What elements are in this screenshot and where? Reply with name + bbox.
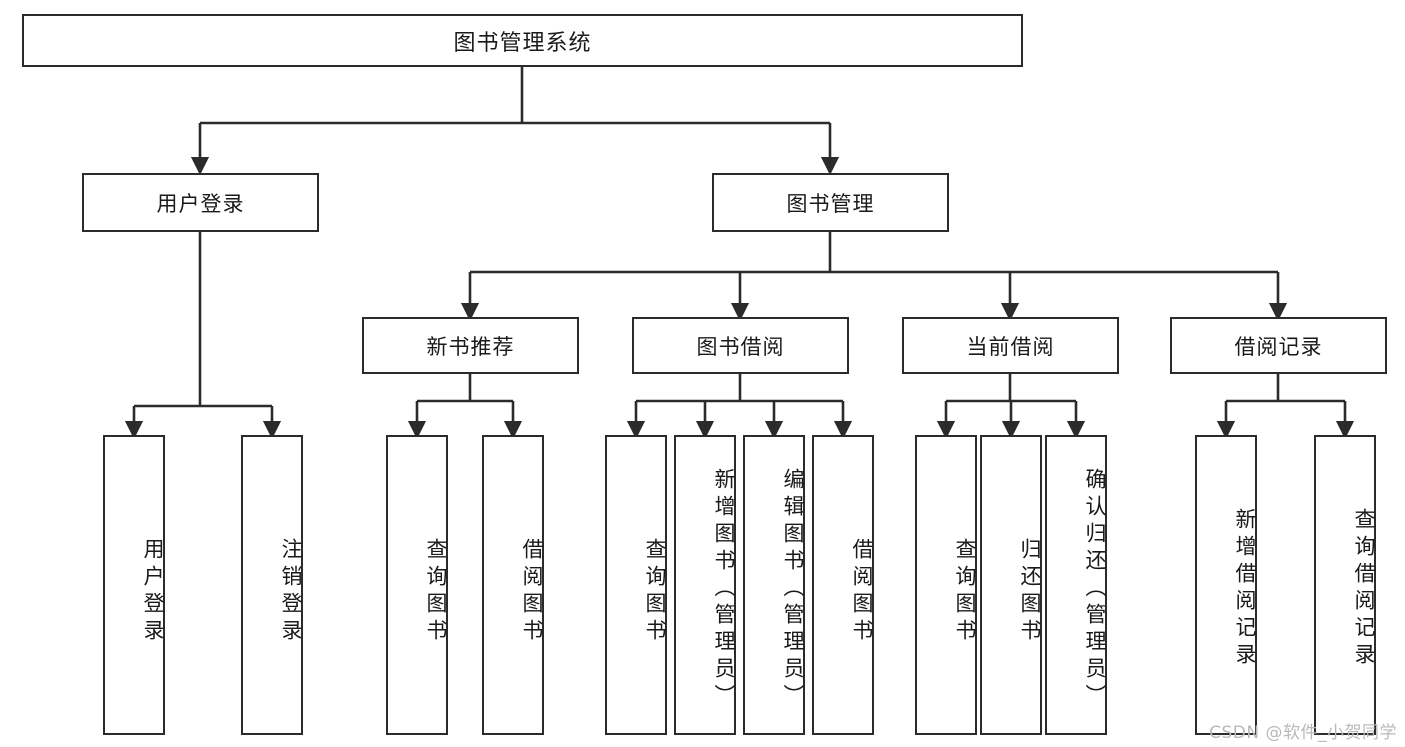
leaf-query-book-borrow[interactable]: 查询图书 — [605, 435, 667, 735]
node-label: 用户登录 — [156, 191, 245, 216]
leaf-confirm-return-admin[interactable]: 确认归还（管理员） — [1045, 435, 1107, 735]
node-label: 新增借阅记录 — [1233, 508, 1257, 670]
node-label: 图书管理系统 — [453, 30, 592, 56]
leaf-borrow-book[interactable]: 借阅图书 — [812, 435, 874, 735]
leaf-add-borrow-record[interactable]: 新增借阅记录 — [1195, 435, 1257, 735]
leaf-add-book-admin[interactable]: 新增图书（管理员） — [674, 435, 736, 735]
node-label: 图书管理 — [786, 191, 875, 216]
leaf-return-book[interactable]: 归还图书 — [980, 435, 1042, 735]
leaf-logout[interactable]: 注销登录 — [241, 435, 303, 735]
node-label: 编辑图书（管理员） — [781, 467, 805, 711]
node-label: 注销登录 — [279, 538, 303, 646]
node-root-book-management-system[interactable]: 图书管理系统 — [22, 14, 1023, 67]
node-label: 查询图书 — [953, 538, 977, 646]
node-label: 图书借阅 — [696, 334, 785, 359]
node-label: 借阅图书 — [850, 538, 874, 646]
node-label: 归还图书 — [1018, 538, 1042, 646]
node-label: 借阅图书 — [520, 538, 544, 646]
node-label: 用户登录 — [141, 538, 165, 646]
leaf-query-borrow-record[interactable]: 查询借阅记录 — [1314, 435, 1376, 735]
node-current-borrow[interactable]: 当前借阅 — [902, 317, 1119, 374]
node-label: 新书推荐 — [426, 334, 515, 359]
leaf-borrow-book-new[interactable]: 借阅图书 — [482, 435, 544, 735]
node-book-borrow[interactable]: 图书借阅 — [632, 317, 849, 374]
node-label: 确认归还（管理员） — [1083, 467, 1107, 711]
node-label: 新增图书（管理员） — [712, 467, 736, 711]
node-label: 查询图书 — [643, 538, 667, 646]
node-book-management[interactable]: 图书管理 — [712, 173, 949, 232]
leaf-query-book-current[interactable]: 查询图书 — [915, 435, 977, 735]
node-label: 查询借阅记录 — [1352, 508, 1376, 670]
node-user-login[interactable]: 用户登录 — [82, 173, 319, 232]
node-new-book-recommendation[interactable]: 新书推荐 — [362, 317, 579, 374]
leaf-edit-book-admin[interactable]: 编辑图书（管理员） — [743, 435, 805, 735]
node-label: 查询图书 — [424, 538, 448, 646]
node-label: 当前借阅 — [966, 334, 1055, 359]
leaf-query-book-new[interactable]: 查询图书 — [386, 435, 448, 735]
leaf-user-login[interactable]: 用户登录 — [103, 435, 165, 735]
node-label: 借阅记录 — [1234, 334, 1323, 359]
node-borrow-record[interactable]: 借阅记录 — [1170, 317, 1387, 374]
